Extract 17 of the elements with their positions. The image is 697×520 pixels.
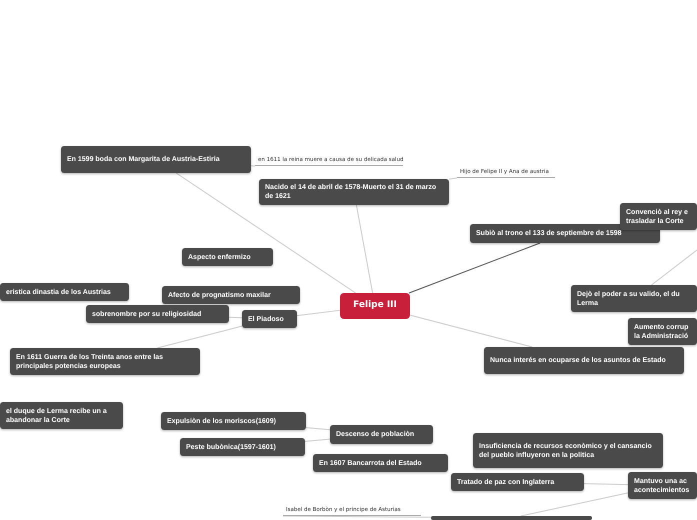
connector-line bbox=[250, 165, 256, 166]
connector-line bbox=[156, 326, 242, 348]
central-topic: Felipe III bbox=[340, 293, 410, 319]
connector-line bbox=[282, 516, 432, 518]
connector-line bbox=[651, 250, 697, 286]
connector-line bbox=[448, 178, 458, 180]
connector-line bbox=[176, 172, 356, 294]
connector-line bbox=[356, 204, 374, 294]
connector-line bbox=[410, 314, 533, 348]
connector-line bbox=[408, 242, 541, 294]
connector-line bbox=[520, 492, 628, 516]
topic-box bbox=[431, 516, 592, 520]
connector-line bbox=[584, 483, 628, 486]
connector-line bbox=[296, 310, 340, 316]
connector-line bbox=[304, 438, 330, 442]
connector-line bbox=[228, 316, 242, 318]
connector-line bbox=[306, 427, 330, 430]
